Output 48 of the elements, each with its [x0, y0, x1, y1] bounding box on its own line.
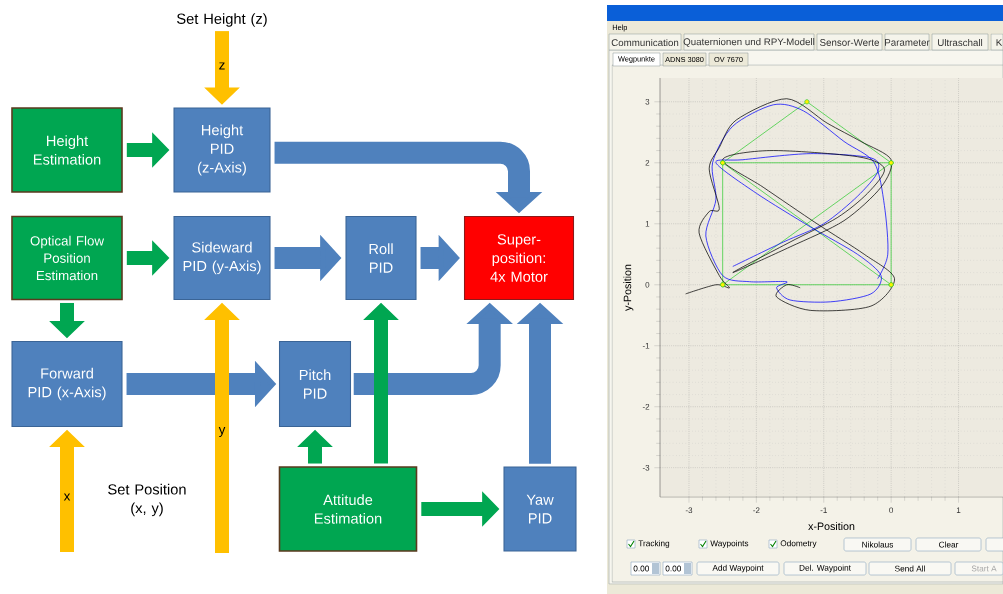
y-tick-label: 3 — [645, 98, 650, 105]
spin-box: 0.00 — [662, 561, 693, 576]
y-tick-label: 1 — [645, 221, 650, 227]
x-axis-title: x-Position — [808, 522, 855, 531]
y-axis-title: y-Position — [623, 264, 634, 311]
edge-label: x — [63, 493, 71, 501]
controller-box: Roll PID — [345, 215, 417, 301]
controller-box: Yaw PID — [503, 466, 577, 552]
spin-box: 0.00 — [630, 561, 661, 576]
tab: Quaternionen und RPY-Modell — [683, 33, 815, 51]
y-tick-label: -1 — [642, 343, 650, 349]
checkbox: Tracking — [626, 539, 670, 549]
caption-text: Set Position (x, y) — [108, 483, 186, 517]
edge-label: z — [219, 62, 225, 70]
controller-box: Pitch PID — [278, 340, 352, 428]
input-label: Set Height (z) — [177, 13, 267, 27]
line-series — [705, 104, 889, 303]
x-tick-label: -2 — [753, 507, 760, 513]
button: Nikolaus — [843, 537, 912, 552]
y-tick-label: -2 — [642, 403, 650, 410]
x-tick-label: 1 — [956, 507, 961, 513]
controller-box: Forward PID (x-Axis) — [11, 340, 123, 428]
button: Clear — [915, 537, 982, 552]
y-tick-label: 0 — [645, 281, 650, 288]
y-tick-label: -3 — [642, 464, 650, 471]
estimation-box: Optical Flow Position Estimation — [11, 215, 123, 301]
estimation-box: Height Estimation — [11, 107, 123, 193]
tab: Communication — [608, 33, 682, 51]
controller-box: Sideward PID (y-Axis) — [173, 215, 271, 301]
button: Send All — [868, 561, 952, 576]
button: Del. Waypoint — [783, 561, 867, 576]
edge-label: y — [218, 427, 226, 437]
x-tick-label: 0 — [889, 507, 894, 514]
estimation-box: Attitude Estimation — [278, 466, 418, 552]
x-tick-label: -3 — [685, 507, 693, 514]
checkbox: Odometry — [768, 539, 817, 549]
button: Add Waypoint — [696, 561, 780, 576]
point — [804, 99, 810, 105]
x-tick-label: -1 — [820, 507, 827, 513]
checkbox: Waypoints — [698, 539, 749, 549]
tab: Sensor-Werte — [816, 33, 883, 51]
controller-box: Height PID (z-Axis) — [173, 107, 271, 193]
button: Start A — [954, 561, 1003, 576]
tab: Parameter — [884, 33, 930, 51]
y-tick-label: 2 — [645, 159, 650, 166]
tab: K — [990, 33, 1003, 51]
line-series — [685, 98, 895, 312]
motor-box: Super-position: 4x Motor — [463, 215, 575, 301]
